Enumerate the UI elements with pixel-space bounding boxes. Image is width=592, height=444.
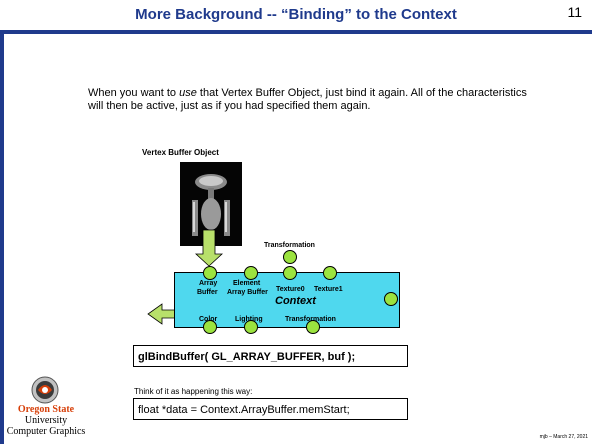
label-element-2: Array Buffer	[227, 289, 268, 296]
label-texture1: Texture1	[314, 286, 343, 293]
label-transformation-top: Transformation	[264, 242, 315, 249]
label-transformation-bottom: Transformation	[285, 316, 336, 323]
context-box	[174, 272, 400, 328]
label-texture0: Texture0	[276, 286, 305, 293]
knob-transformation-bottom	[306, 320, 320, 334]
label-element-1: Element	[233, 280, 261, 287]
bind-down-arrow	[194, 229, 224, 267]
knob-transformation-top	[283, 250, 297, 264]
label-array-1: Array	[199, 280, 218, 287]
knob-texture1	[323, 266, 337, 280]
label-color: Color	[199, 316, 218, 323]
osu-line-2: University	[24, 415, 68, 426]
osu-line-3: Computer Graphics	[6, 426, 86, 437]
osu-logo-icon	[31, 376, 59, 404]
label-lighting: Lighting	[235, 316, 263, 323]
knob-array-buffer	[203, 266, 217, 280]
osu-wordmark: Oregon State University Computer Graphic…	[6, 404, 86, 437]
bind-buffer-code: glBindBuffer( GL_ARRAY_BUFFER, buf );	[133, 345, 408, 367]
slide-title-bar	[0, 0, 592, 30]
vbo-label: Vertex Buffer Object	[142, 148, 219, 157]
osu-line-1: Oregon State	[17, 404, 75, 415]
label-array-2: Buffer	[197, 289, 218, 296]
slide-number: 11	[567, 4, 582, 20]
footer-credit: mjb – March 27, 2021	[539, 434, 588, 440]
knob-right	[384, 292, 398, 306]
context-label: Context	[275, 295, 316, 307]
knob-lighting	[244, 320, 258, 334]
knob-texture0	[283, 266, 297, 280]
starship-image	[180, 162, 242, 246]
title-divider	[0, 30, 592, 34]
body-text-emphasis: use	[179, 87, 197, 99]
knob-color	[203, 320, 217, 334]
think-caption: Think of it as happening this way:	[134, 387, 253, 396]
slide-title: More Background -- “Binding” to the Cont…	[135, 6, 457, 23]
data-pointer-code: float *data = Context.ArrayBuffer.memSta…	[133, 398, 408, 420]
body-text-1: When you want to	[88, 87, 180, 99]
body-text-2: that Vertex Buffer Object, just bind it …	[88, 87, 527, 112]
body-paragraph: When you want to use that Vertex Buffer …	[88, 87, 528, 113]
knob-element-array-buffer	[244, 266, 258, 280]
left-divider	[0, 30, 4, 444]
